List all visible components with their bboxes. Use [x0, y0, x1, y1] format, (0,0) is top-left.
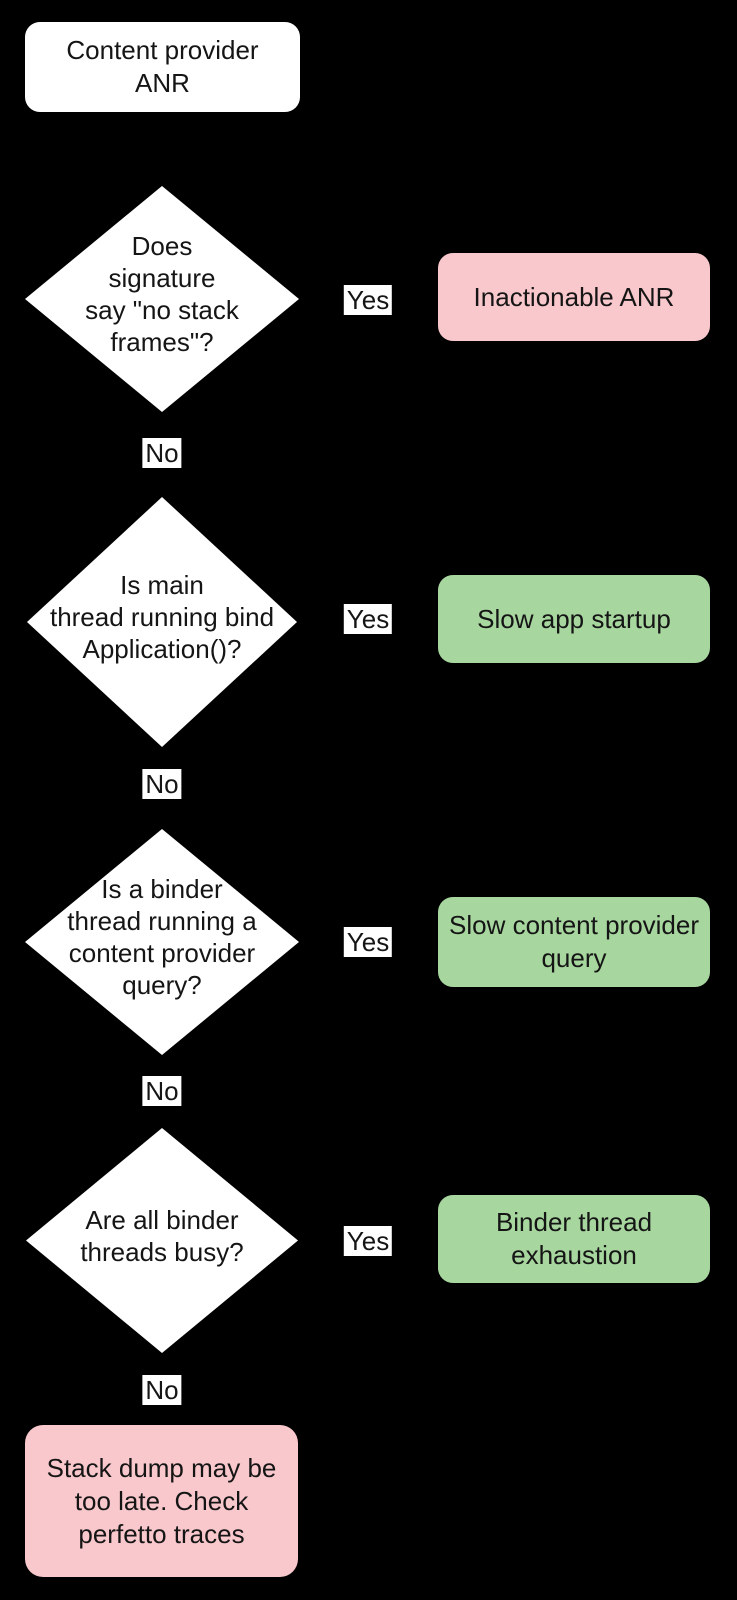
no-label-1: No [142, 438, 182, 468]
decision-question-text: Does signature say "no stack frames"? [85, 231, 239, 357]
decision-question-text: Is main thread running bind Application(… [49, 570, 275, 664]
decision-bind-application: Is main thread running bind Application(… [27, 497, 297, 747]
yes-label-3: Yes [343, 927, 393, 957]
no-label-4: No [142, 1375, 182, 1405]
end-node-stack-dump-too-late: Stack dump may be too late. Check perfet… [25, 1425, 298, 1577]
yes-label-1: Yes [343, 285, 393, 315]
decision-no-stack-frames: Does signature say "no stack frames"? [25, 186, 299, 412]
outcome-slow-content-provider-query: Slow content provider query [438, 897, 710, 987]
yes-label-2: Yes [343, 604, 393, 634]
decision-binder-content-provider-query: Is a binder thread running a content pro… [25, 829, 299, 1055]
decision-binder-threads-busy: Are all binder threads busy? [26, 1128, 298, 1353]
no-label-2: No [142, 769, 182, 799]
outcome-binder-thread-exhaustion: Binder thread exhaustion [438, 1195, 710, 1283]
outcome-inactionable-anr: Inactionable ANR [438, 253, 710, 341]
decision-question-text: Is a binder thread running a content pro… [67, 874, 257, 1000]
yes-label-4: Yes [343, 1226, 393, 1256]
no-label-3: No [142, 1076, 182, 1106]
decision-question-text: Are all binder threads busy? [80, 1204, 244, 1267]
start-node-content-provider-anr: Content provider ANR [25, 22, 300, 112]
outcome-slow-app-startup: Slow app startup [438, 575, 710, 663]
